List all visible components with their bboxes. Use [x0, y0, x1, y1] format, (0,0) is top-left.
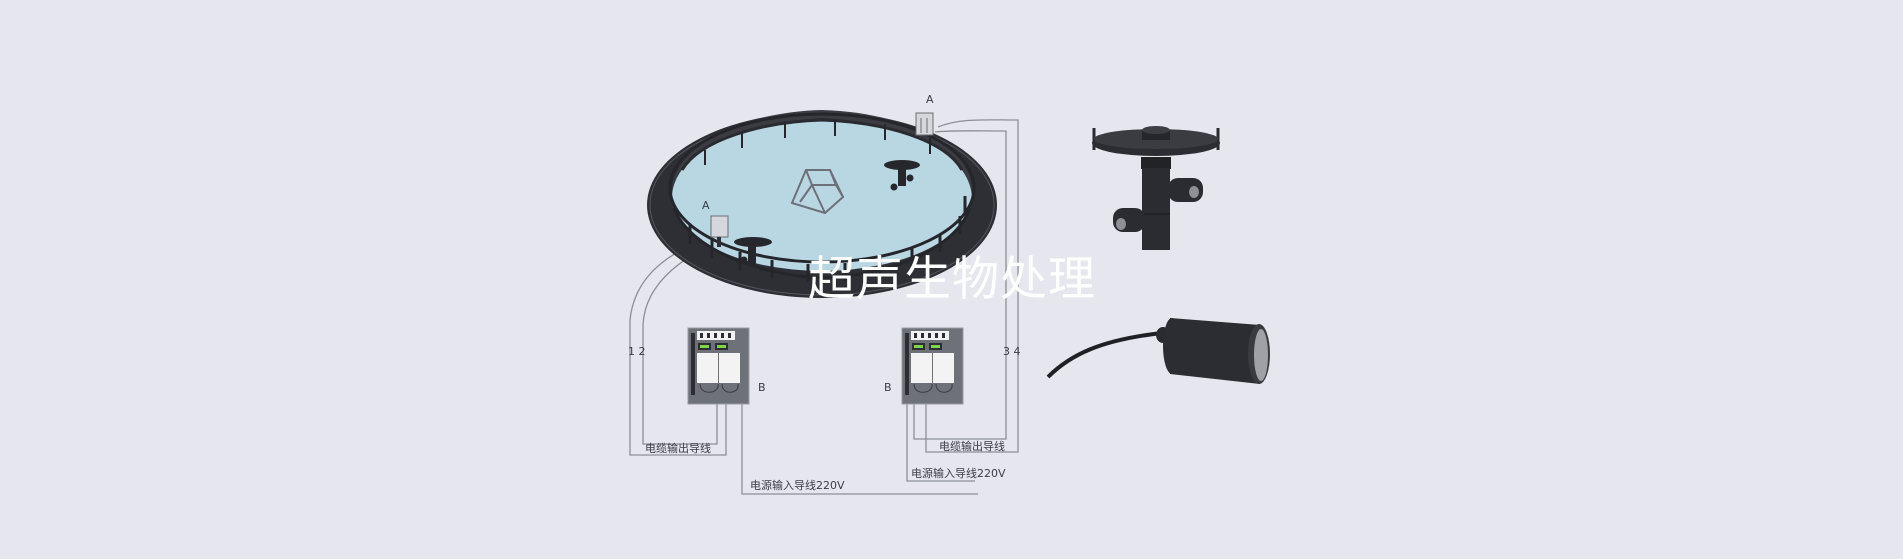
transducer-box-a-right	[915, 112, 934, 136]
floating-ultrasonic-unit-icon	[1092, 126, 1220, 250]
control-box-b-right	[901, 327, 964, 405]
transducer-label-a-left: A	[702, 199, 710, 212]
cable-output-label-right: 电缆输出导线	[939, 440, 1005, 453]
banner-title: 超声生物处理	[808, 252, 1096, 307]
floating-unit-right	[884, 160, 920, 191]
water-surface	[672, 121, 972, 271]
controller-label-b-right: B	[884, 381, 892, 394]
aquaculture-tank	[647, 110, 997, 298]
net-cage	[790, 169, 845, 215]
power-input-label-right: 电源输入导线220V	[911, 467, 1006, 480]
floating-unit-left	[734, 237, 772, 266]
transducer-box-a-left	[710, 215, 729, 247]
cable-output-label-left: 电缆输出导线	[645, 442, 711, 455]
wire-number-label-left: 1 2	[628, 345, 646, 358]
control-box-b-left	[687, 327, 750, 405]
submersible-transducer-probe-icon	[1046, 318, 1270, 384]
transducer-label-a-right: A	[926, 93, 934, 106]
wire-number-label-right: 3 4	[1003, 345, 1021, 358]
power-input-label-left: 电源输入导线220V	[750, 479, 845, 492]
controller-label-b-left: B	[758, 381, 766, 394]
